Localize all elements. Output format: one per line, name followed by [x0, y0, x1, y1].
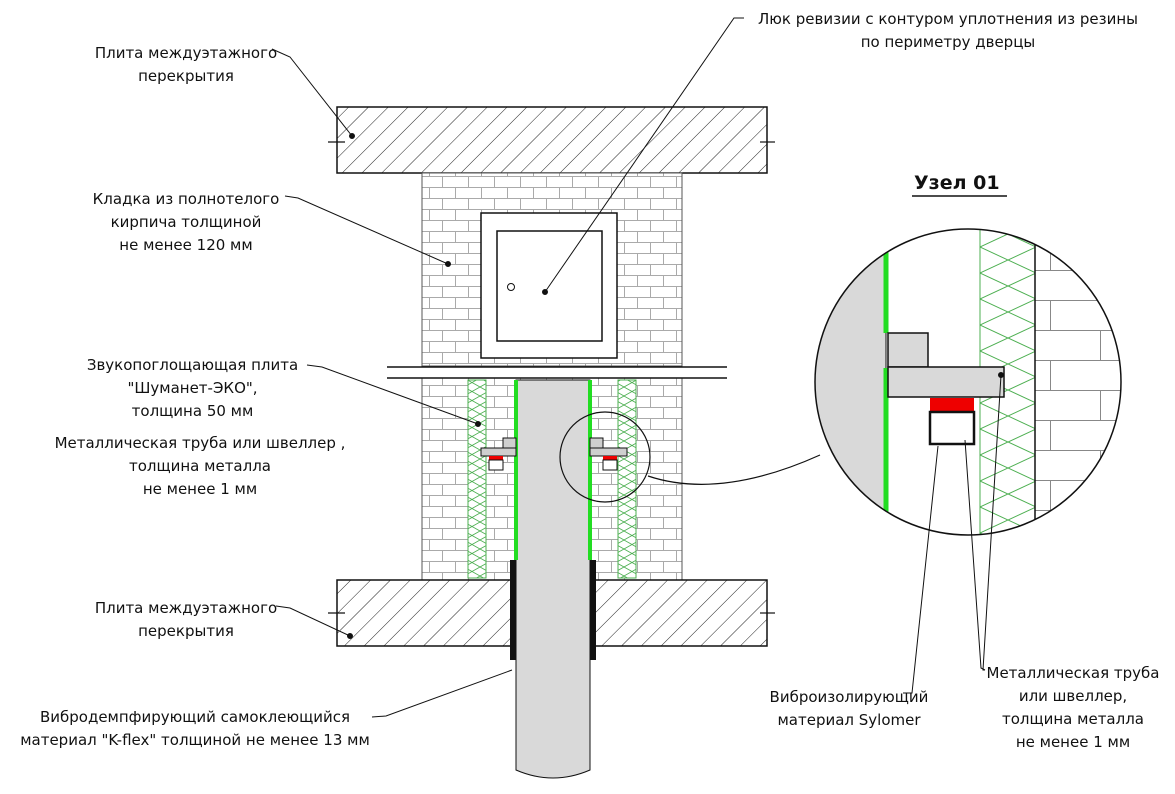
label-pipe-left: Металлическая труба или швеллер , толщин… — [45, 432, 355, 501]
label-pipe-right: Металлическая труба или швеллер, толщина… — [982, 662, 1164, 754]
label-kflex-line-2: материал "K-flex" толщиной не менее 13 м… — [20, 731, 370, 749]
label-pipe-right-line-2: или швеллер, — [1018, 687, 1128, 705]
leader-lines — [271, 17, 1004, 718]
label-hatch-line-1: Люк ревизии с контуром уплотнения из рез… — [758, 10, 1138, 28]
label-hatch-line-2: по периметру дверцы — [860, 33, 1036, 51]
label-sylomer-line-1: Виброизолирующий — [769, 688, 929, 706]
label-kflex: Вибродемпфирующий самоклеющийся материал… — [10, 706, 380, 752]
label-pipe-right-line-3: толщина металла — [1002, 710, 1144, 728]
bracket-right — [589, 437, 628, 471]
label-sylomer: Виброизолирующий материал Sylomer — [758, 686, 940, 732]
label-pipe-left-line-2: толщина металла — [129, 457, 271, 475]
riser-shaft — [515, 379, 591, 779]
kflex-layer-right — [590, 560, 596, 660]
label-bottom-slab-line-2: перекрытия — [138, 622, 234, 640]
top-slab — [328, 106, 775, 174]
label-absorber-line-3: толщина 50 мм — [131, 402, 254, 420]
bracket-left — [480, 437, 517, 471]
label-bottom-slab-line-1: Плита междуэтажного — [94, 599, 278, 617]
label-top-slab-line-1: Плита междуэтажного — [94, 44, 278, 62]
label-inspection-hatch: Люк ревизии с контуром уплотнения из рез… — [748, 8, 1148, 54]
label-pipe-right-line-4: не менее 1 мм — [1015, 733, 1131, 751]
label-bottom-slab: Плита междуэтажного перекрытия — [88, 597, 284, 643]
label-pipe-right-line-1: Металлическая труба — [986, 664, 1160, 682]
label-absorber-line-1: Звукопоглощающая плита — [86, 356, 299, 374]
label-sylomer-line-2: материал Sylomer — [777, 711, 921, 729]
label-top-slab-line-2: перекрытия — [138, 67, 234, 85]
detail-circle-outline — [814, 228, 1122, 536]
break-lines — [387, 366, 727, 379]
detail-node-01 — [815, 229, 1121, 535]
absorber-board-right — [617, 379, 637, 579]
label-brick-line-1: Кладка из полнотелого — [92, 190, 280, 208]
detail-marker-circle — [559, 411, 651, 503]
label-pipe-left-line-1: Металлическая труба или швеллер , — [54, 434, 346, 452]
kflex-layer-left — [510, 560, 516, 660]
label-pipe-left-line-3: не менее 1 мм — [142, 480, 258, 498]
bottom-slab — [328, 579, 775, 647]
label-brick-line-3: не менее 120 мм — [119, 236, 253, 254]
node-title: Узел 01 — [914, 172, 1000, 194]
label-brick-line-2: кирпича толщиной — [110, 213, 262, 231]
label-kflex-line-1: Вибродемпфирующий самоклеющийся — [39, 708, 351, 726]
label-absorber: Звукопоглощающая плита "Шуманет-ЭКО", то… — [80, 354, 305, 423]
detail-connector — [647, 454, 821, 485]
absorber-board-left — [467, 379, 487, 579]
label-top-slab: Плита междуэтажного перекрытия — [88, 42, 284, 88]
label-absorber-line-2: "Шуманет-ЭКО", — [127, 379, 258, 397]
label-brick-wall: Кладка из полнотелого кирпича толщиной н… — [88, 188, 284, 257]
